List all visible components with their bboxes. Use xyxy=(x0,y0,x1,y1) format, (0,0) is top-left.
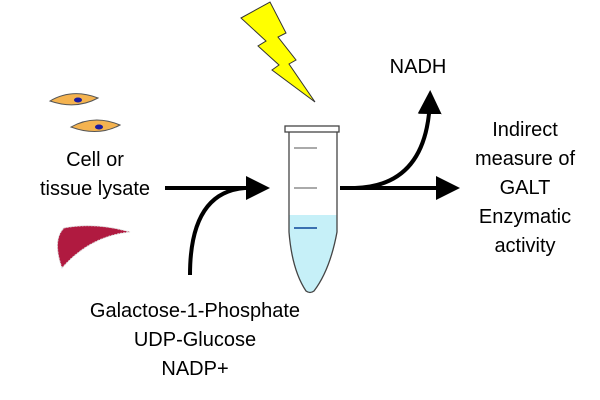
substrate-udp-glucose: UDP-Glucose xyxy=(133,329,257,351)
cell-icon xyxy=(48,93,100,106)
result-label-line: Indirect xyxy=(492,119,558,141)
result-label-line: GALT xyxy=(499,177,551,199)
result-label-line: Enzymatic xyxy=(478,206,572,228)
input-label-line: Cell or xyxy=(66,149,124,171)
input-label: Cell or tissue lysate xyxy=(35,146,155,204)
input-label-line: tissue lysate xyxy=(39,178,151,200)
substrate-arrow xyxy=(188,186,246,276)
tissue-icon xyxy=(57,225,131,269)
nadh-arrow xyxy=(354,90,442,190)
cell-icon xyxy=(69,119,122,132)
product-label: NADH xyxy=(389,56,447,78)
substrate-galactose-1-phosphate: Galactose-1-Phosphate xyxy=(89,300,301,322)
result-label-line: activity xyxy=(494,235,556,257)
substrate-nadp: NADP+ xyxy=(161,358,229,380)
substrates-label: Galactose-1-Phosphate UDP-Glucose NADP+ xyxy=(55,297,335,384)
result-label-line: measure of xyxy=(474,148,576,170)
result-label: Indirect measure of GALT Enzymatic activ… xyxy=(465,116,585,261)
tube-icon xyxy=(284,125,340,294)
lightning-bolt-icon xyxy=(240,1,316,103)
